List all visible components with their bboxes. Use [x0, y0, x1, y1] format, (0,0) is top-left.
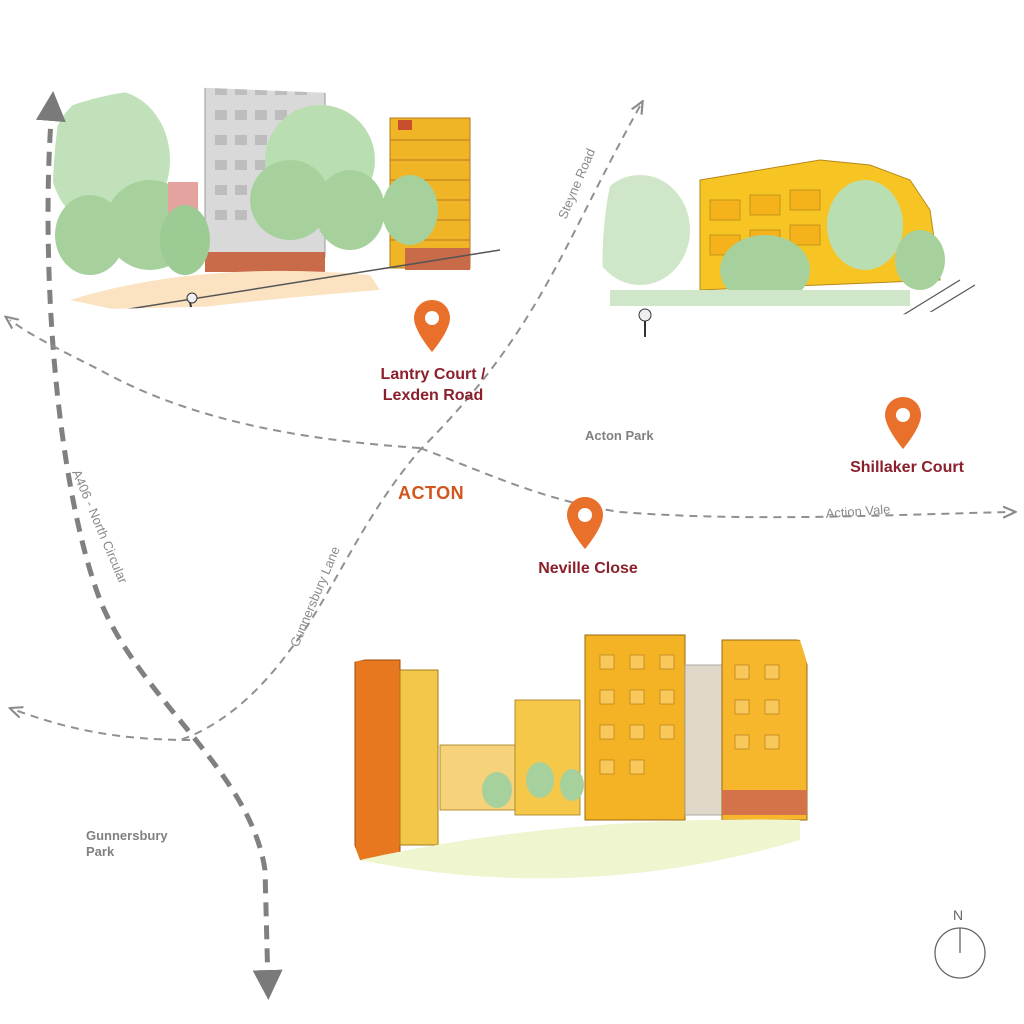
location-label-neville-close[interactable]: Neville Close: [538, 560, 638, 577]
north-label: N: [953, 907, 964, 923]
map-pin-icon[interactable]: [414, 300, 450, 352]
road-label-steyne: Steyne Road: [555, 146, 598, 221]
place-label-acton-park: Acton Park: [585, 428, 654, 443]
road-a406: [35, 91, 283, 1000]
location-label-lantry-court[interactable]: Lantry Court / Lexden Road: [358, 364, 508, 406]
location-label-shillaker-court[interactable]: Shillaker Court: [850, 459, 964, 476]
compass-icon: [934, 927, 986, 979]
road-steyne-gunnersbury: [179, 106, 640, 741]
road-action-vale: [419, 447, 1010, 517]
illustration-shillaker-court: [602, 148, 1010, 340]
road-west-upper: [10, 320, 421, 449]
place-label-gunnersbury-park: Gunnersbury Park: [86, 828, 168, 859]
road-label-gunnersbury-lane: Gunnersbury Lane: [287, 544, 343, 649]
district-label: ACTON: [398, 483, 465, 503]
road-west-branch: [15, 710, 191, 741]
location-label-line1: Lantry Court /: [380, 366, 486, 383]
map-pin-icon[interactable]: [885, 397, 921, 449]
map-pin-icon[interactable]: [567, 497, 603, 549]
road-label-action-vale: Action Vale: [825, 502, 891, 521]
illustration-neville-close: [333, 629, 820, 879]
location-label-line2: Lexden Road: [382, 387, 484, 404]
